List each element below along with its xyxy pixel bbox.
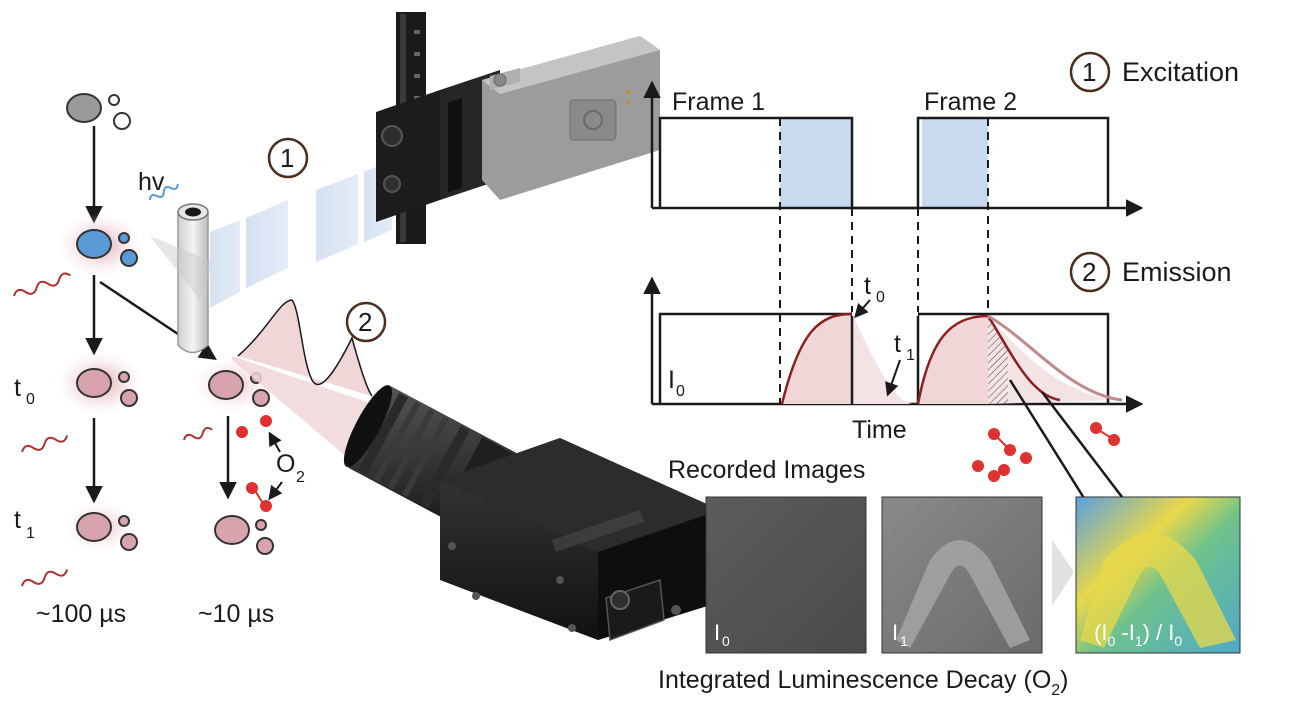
emission-wave-1 (13, 272, 71, 297)
emission-rise-fill-2 (918, 316, 988, 404)
emission-title: 2 Emission (1069, 251, 1232, 293)
luminescent-molecule-t0 (56, 351, 144, 415)
emission-curve-2-rise (916, 314, 989, 405)
frame-2-label: Frame 2 (924, 88, 1017, 116)
quenched-molecule-t1 (214, 515, 274, 555)
t0-label: t (14, 374, 21, 402)
optical-setup: 1 (150, 12, 720, 642)
excitation-window-1 (780, 118, 852, 208)
i0-label: I (668, 366, 675, 394)
excitation-title: 1 Excitation (1069, 51, 1239, 93)
t1-subscript: 1 (26, 525, 35, 542)
recorded-images-panel: Recorded Images I 0 I 1 (I0 -I1) / I0 In… (658, 456, 1241, 699)
emission-t1-subscript: 1 (906, 347, 915, 364)
image-result-heatmap: (I0 -I1) / I0 (1075, 496, 1241, 654)
emission-timing-chart: 2 Emission I 0 t 0 t 1 Time (643, 251, 1232, 444)
emission-t0-subscript: 0 (876, 289, 885, 306)
time-axis-label: Time (852, 416, 907, 444)
caption: Integrated Luminescence Decay (O2) (658, 666, 1069, 699)
svg-text:2: 2 (358, 307, 372, 337)
svg-text:2: 2 (1082, 257, 1096, 287)
svg-text:(I0 -I1) / I0: (I0 -I1) / I0 (1094, 620, 1182, 649)
emission-rise-fill-1 (782, 314, 852, 404)
excitation-beam (210, 160, 392, 308)
svg-text:Excitation: Excitation (1122, 57, 1239, 87)
luminescent-molecule-t1 (64, 501, 138, 553)
excited-molecule (58, 213, 142, 277)
svg-text:1: 1 (1082, 57, 1096, 87)
led-light-source (376, 12, 660, 244)
emission-t1-label: t (894, 330, 901, 358)
t1-label: t (14, 506, 21, 534)
emission-wave-3 (21, 569, 69, 587)
o2-subscript: 2 (296, 469, 305, 486)
o2-label: O (276, 450, 295, 478)
svg-text:1: 1 (900, 633, 908, 649)
svg-text:I: I (892, 620, 898, 645)
frame-1-label: Frame 1 (672, 88, 765, 116)
time-slow-label: ~100 µs (36, 600, 126, 628)
camera (343, 385, 720, 642)
image-i0: I 0 (705, 496, 867, 654)
time-fast-label: ~10 µs (198, 600, 274, 628)
emission-decay-fill-1 (852, 314, 912, 404)
svg-text:1: 1 (280, 143, 294, 173)
recorded-images-heading: Recorded Images (668, 456, 865, 484)
photon-wave (149, 183, 179, 201)
emission-curve-1 (780, 312, 853, 405)
step-1-marker: 1 (267, 137, 309, 179)
ground-state-molecule (66, 93, 131, 130)
oxygen-molecules-lower (246, 482, 272, 512)
excitation-timing-chart: 1 Excitation Frame 1 Frame 2 (643, 51, 1239, 217)
svg-text:Emission: Emission (1122, 257, 1232, 287)
svg-text:I: I (714, 620, 720, 645)
step-2-marker: 2 (345, 301, 387, 343)
image-i1: I 1 (881, 496, 1043, 654)
emission-decay-curve-fast (986, 315, 1061, 402)
integrated-hatch-area (988, 316, 1008, 404)
excitation-window-2 (922, 118, 988, 208)
t0-subscript: 0 (26, 391, 35, 408)
oxygen-molecules-upper (236, 415, 272, 438)
emission-wave-4 (183, 426, 213, 441)
sample-cuvette (150, 203, 214, 354)
excitation-pulse (658, 116, 1110, 210)
hv-label: hv (138, 168, 165, 196)
oxygen-cluster-chart (972, 422, 1120, 482)
svg-text:0: 0 (722, 633, 730, 649)
processing-arrow (1052, 540, 1074, 606)
emission-wave-2 (21, 435, 69, 453)
i0-subscript: 0 (676, 383, 685, 400)
molecule-scheme: hv t 0 t 1 (13, 93, 305, 628)
emission-decay-fill-2 (988, 316, 1120, 404)
frame-guide-lines (779, 118, 989, 404)
emission-decay-curve-slow (987, 314, 1123, 402)
emission-t0-label: t (864, 272, 871, 300)
